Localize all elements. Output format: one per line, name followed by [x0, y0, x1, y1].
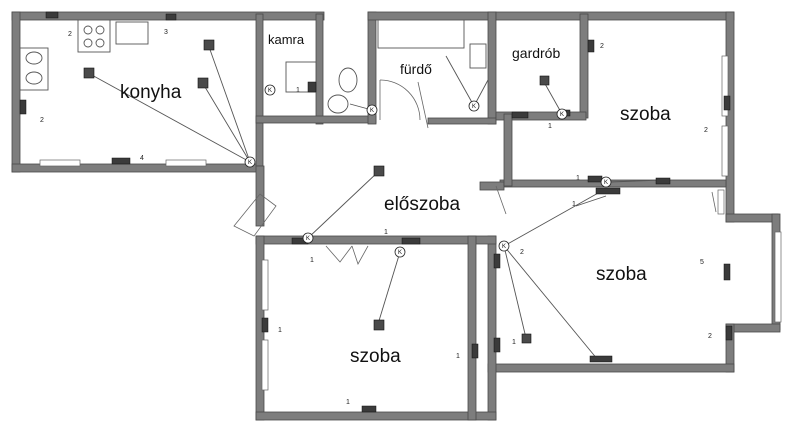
room-label-eloszoba: előszoba — [384, 194, 460, 215]
svg-text:1: 1 — [346, 399, 350, 406]
svg-text:2: 2 — [68, 31, 72, 38]
svg-text:1: 1 — [576, 175, 580, 182]
svg-text:1: 1 — [310, 257, 314, 264]
room-label-szoba-e: szoba — [596, 264, 647, 285]
switch-k: K — [468, 100, 480, 112]
svg-text:K: K — [472, 104, 476, 110]
svg-text:K: K — [502, 244, 506, 250]
switch-k: K — [394, 246, 406, 258]
room-label-konyha: konyha — [120, 82, 182, 103]
svg-text:1: 1 — [296, 87, 300, 94]
room-label-gardrob: gardrób — [512, 45, 560, 61]
svg-text:1: 1 — [512, 339, 516, 346]
fixtures — [19, 19, 487, 114]
svg-text:K: K — [306, 236, 310, 242]
svg-text:4: 4 — [140, 155, 144, 162]
svg-text:1: 1 — [384, 229, 388, 236]
switch-k: K — [366, 104, 378, 116]
room-label-kamra: kamra — [268, 32, 305, 47]
bathtub — [377, 19, 465, 49]
room-label-szoba-sw: szoba — [350, 346, 401, 367]
svg-text:K: K — [560, 112, 564, 118]
toilet — [338, 67, 358, 93]
switch-k: K — [600, 176, 612, 188]
svg-text:K: K — [370, 108, 374, 114]
switch-k: K — [264, 84, 276, 96]
svg-text:2: 2 — [600, 43, 604, 50]
svg-text:K: K — [248, 160, 252, 166]
ceiling-lights — [83, 39, 550, 344]
washer — [115, 21, 149, 45]
windows — [39, 55, 782, 391]
svg-text:1: 1 — [278, 327, 282, 334]
switch-k: K — [244, 156, 256, 168]
svg-text:1: 1 — [548, 123, 552, 130]
svg-text:1: 1 — [456, 353, 460, 360]
switch-k: K — [498, 240, 510, 252]
svg-text:3: 3 — [164, 29, 168, 36]
svg-text:2: 2 — [704, 127, 708, 134]
svg-text:5: 5 — [700, 259, 704, 266]
svg-text:K: K — [398, 250, 402, 256]
room-label-szoba-ne: szoba — [620, 104, 671, 125]
socket-numbers: 2 3 2 4 1 2 1 2 1 1 2 5 2 1 1 1 1 1 1 — [40, 29, 712, 406]
switches: K K K K K K K K K — [244, 84, 612, 258]
room-labels: konyha kamra fürdő gardrób szoba előszob… — [120, 32, 671, 367]
svg-text:2: 2 — [520, 249, 524, 256]
svg-text:2: 2 — [40, 117, 44, 124]
doors — [233, 79, 717, 265]
svg-text:K: K — [268, 88, 272, 94]
svg-text:K: K — [604, 180, 608, 186]
svg-text:1: 1 — [572, 201, 576, 208]
stove — [77, 19, 111, 53]
switch-k: K — [302, 232, 314, 244]
walls — [11, 11, 781, 421]
room-label-furdo: fürdő — [400, 61, 432, 77]
sockets — [19, 11, 733, 413]
svg-text:2: 2 — [708, 333, 712, 340]
switch-k: K — [556, 108, 568, 120]
